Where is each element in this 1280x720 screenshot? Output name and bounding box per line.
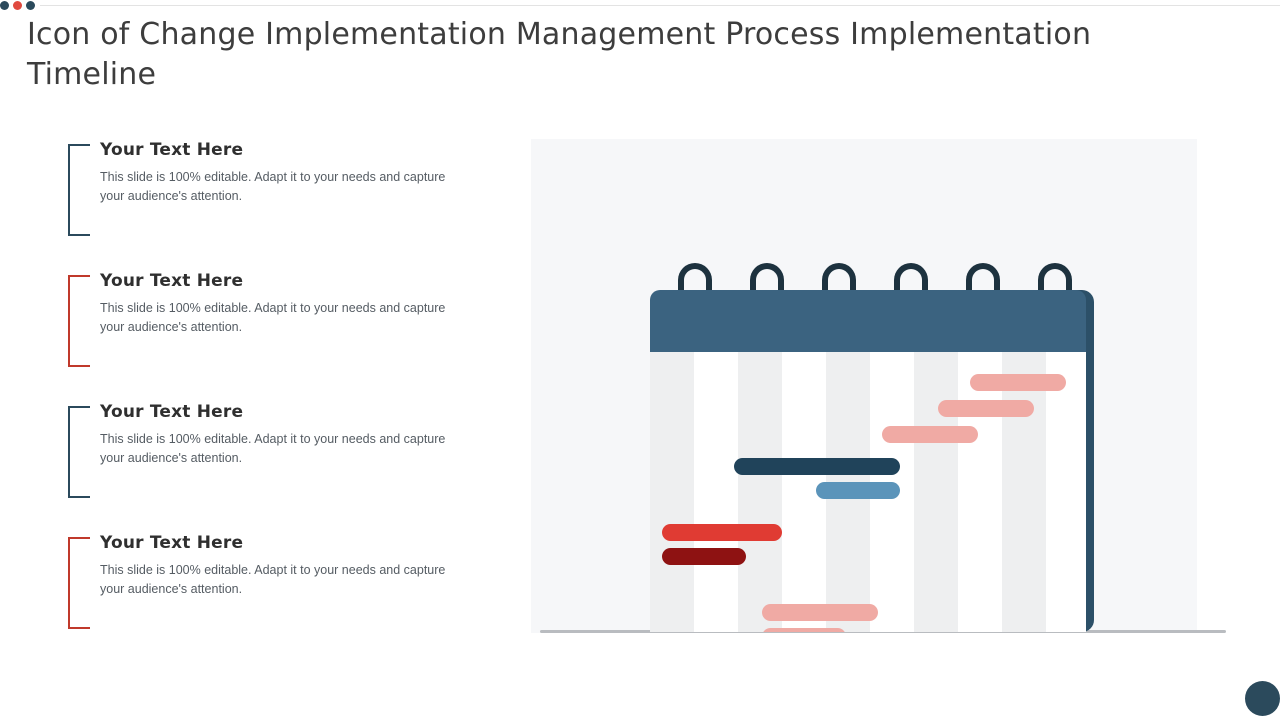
bullet-list: Your Text Here This slide is 100% editab… (68, 140, 488, 664)
spiral-ring-icon (894, 263, 928, 315)
spiral-ring-icon (822, 263, 856, 315)
list-item-heading: Your Text Here (100, 140, 244, 160)
list-item-body: This slide is 100% editable. Adapt it to… (100, 301, 446, 334)
bar-salmon-4 (762, 604, 878, 621)
list-item-body: This slide is 100% editable. Adapt it to… (100, 432, 446, 465)
bar-red (662, 524, 782, 541)
calendar-column-stripe (650, 352, 694, 632)
window-dot-teal-left-icon (0, 1, 9, 10)
list-item-body: This slide is 100% editable. Adapt it to… (100, 563, 446, 596)
spiral-ring-icon (1038, 263, 1072, 315)
list-item[interactable]: Your Text Here This slide is 100% editab… (68, 533, 488, 664)
calendar-column-stripe (914, 352, 958, 632)
bracket-marker (68, 144, 90, 236)
calendar-header-band (650, 290, 1086, 352)
page-title: Icon of Change Implementation Management… (27, 17, 1092, 92)
bar-steel-blue (816, 482, 900, 499)
calendar-body (650, 352, 1086, 632)
bracket-marker (68, 275, 90, 367)
window-dots (0, 0, 44, 14)
bar-salmon-3 (882, 426, 978, 443)
corner-circle-icon (1245, 681, 1280, 716)
spiral-ring-icon (966, 263, 1000, 315)
gantt-calendar-icon (650, 263, 1108, 632)
spiral-ring-icon (750, 263, 784, 315)
list-item[interactable]: Your Text Here This slide is 100% editab… (68, 271, 488, 402)
bar-salmon-5 (762, 628, 846, 632)
bar-navy (734, 458, 900, 475)
bracket-marker (68, 406, 90, 498)
window-dot-red-icon (13, 1, 22, 10)
list-item-heading: Your Text Here (100, 402, 244, 422)
calendar-column-stripe (738, 352, 782, 632)
list-item[interactable]: Your Text Here This slide is 100% editab… (68, 140, 488, 271)
list-item[interactable]: Your Text Here This slide is 100% editab… (68, 402, 488, 533)
header-divider (40, 5, 1280, 6)
spiral-ring-icon (678, 263, 712, 315)
bar-salmon-1 (970, 374, 1066, 391)
bar-salmon-2 (938, 400, 1034, 417)
bracket-marker (68, 537, 90, 629)
calendar-column-stripe (1002, 352, 1046, 632)
window-dot-teal-right-icon (26, 1, 35, 10)
bar-dark-red (662, 548, 746, 565)
list-item-body: This slide is 100% editable. Adapt it to… (100, 170, 446, 203)
list-item-heading: Your Text Here (100, 533, 244, 553)
list-item-heading: Your Text Here (100, 271, 244, 291)
